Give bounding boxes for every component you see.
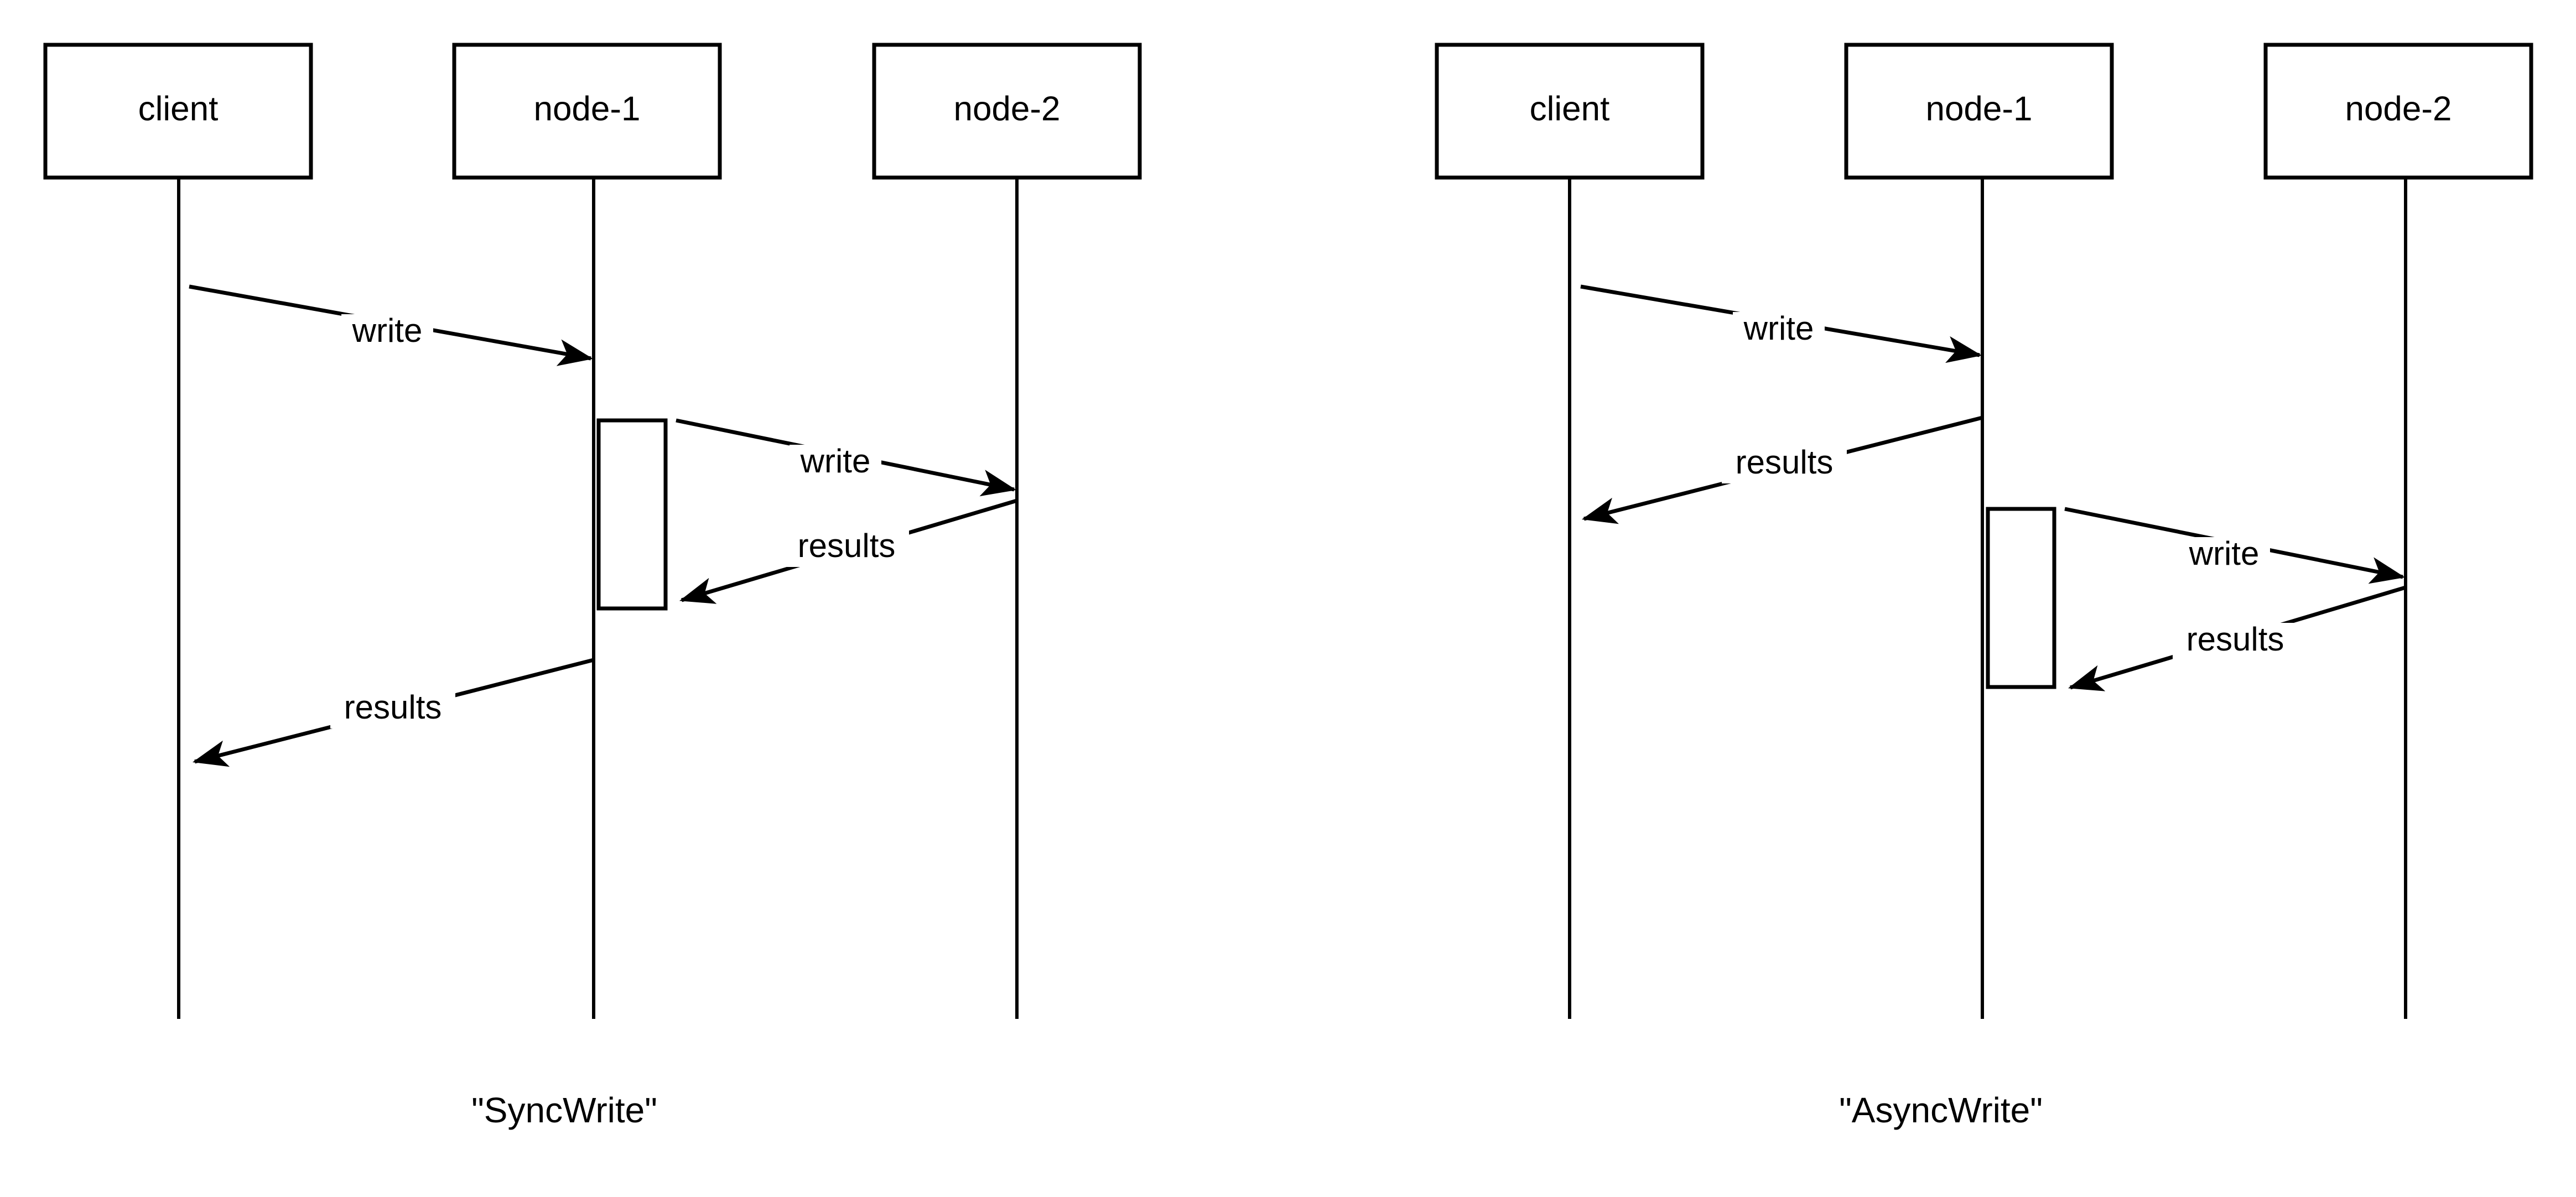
participant-label-node-2: node-2 bbox=[953, 90, 1060, 128]
message-label-m4: results bbox=[2187, 621, 2284, 658]
participant-label-node-2: node-2 bbox=[2345, 90, 2452, 128]
participant-label-node-1: node-1 bbox=[533, 90, 640, 128]
diagram-async-write: write results write results client node-1 node… bbox=[1435, 43, 2533, 1130]
message-label-bg-m1 bbox=[341, 314, 433, 352]
participant-label-node-1: node-1 bbox=[1925, 90, 2032, 128]
message-label-bg-m3 bbox=[2178, 537, 2270, 575]
message-label-bg-m4 bbox=[2173, 623, 2298, 660]
message-label-m4: results bbox=[344, 689, 442, 726]
participant-label-client: client bbox=[1530, 90, 1610, 128]
activation-bar-node-1-activation[interactable] bbox=[1986, 507, 2056, 689]
message-label-m3: write bbox=[2189, 535, 2260, 572]
participant-box-node-1[interactable] bbox=[1844, 43, 2114, 180]
diagram-sync-write: write write results results client node-1 node… bbox=[43, 43, 1142, 1130]
participant-box-node-2[interactable] bbox=[2263, 43, 2533, 180]
diagram-caption-sync-write: "SyncWrite" bbox=[471, 1090, 657, 1130]
participant-box-node-1[interactable] bbox=[452, 43, 722, 180]
participant-label-client: client bbox=[138, 90, 219, 128]
message-label-m1: write bbox=[1743, 310, 1814, 347]
message-label-bg-m1 bbox=[1733, 312, 1825, 350]
participant-box-client[interactable] bbox=[1435, 43, 1705, 180]
participant-box-node-2[interactable] bbox=[872, 43, 1142, 180]
message-label-m2: results bbox=[1736, 444, 1834, 481]
message-label-m1: write bbox=[352, 312, 423, 349]
message-label-bg-m2 bbox=[1722, 446, 1847, 483]
message-label-bg-m2 bbox=[790, 445, 881, 482]
message-label-bg-m3 bbox=[784, 529, 909, 567]
participant-box-client[interactable] bbox=[43, 43, 313, 180]
diagram-caption-async-write: "AsyncWrite" bbox=[1839, 1090, 2043, 1130]
activation-bar-node-1-activation[interactable] bbox=[596, 418, 668, 611]
message-label-m3: results bbox=[798, 527, 896, 564]
message-label-m2: write bbox=[800, 443, 871, 480]
message-label-bg-m4 bbox=[330, 691, 455, 728]
